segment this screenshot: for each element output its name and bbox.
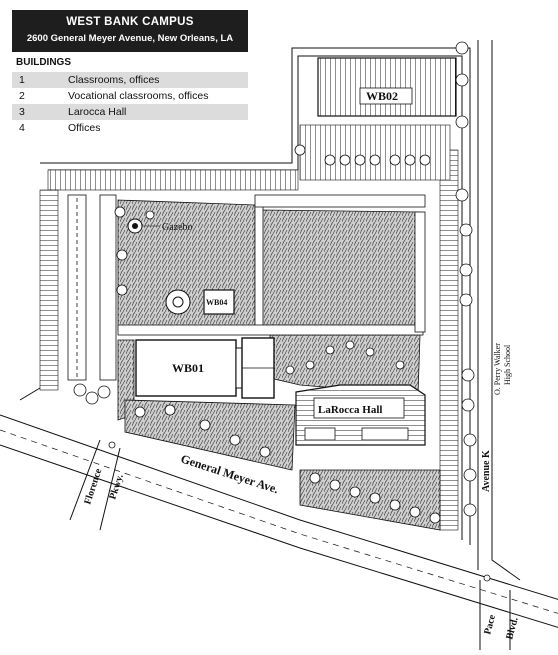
florence-label: Florence (82, 467, 104, 506)
legend-row: 2 Vocational classrooms, offices (12, 88, 248, 104)
building-larocca (295, 384, 426, 446)
legend-number: 2 (19, 90, 25, 102)
parking-west (39, 189, 59, 391)
buildings-legend: 1 Classrooms, offices 2 Vocational class… (12, 72, 248, 136)
walkways (117, 194, 426, 336)
legend-row: 3 Larocca Hall (12, 104, 248, 120)
larocca-label: LaRocca Hall (318, 404, 382, 416)
trees (73, 41, 477, 524)
legend-row: 4 Offices (12, 120, 248, 136)
building-wb01 (135, 337, 275, 399)
legend-name: Offices (68, 122, 101, 134)
avenue-k-label: Avenue K (481, 450, 492, 492)
legend-name: Larocca Hall (68, 106, 127, 118)
wb04-label: WB04 (206, 298, 227, 307)
intersection-markers (108, 441, 491, 582)
campus-title: WEST BANK CAMPUS (66, 16, 194, 28)
parking-islands (67, 194, 117, 381)
blvd-label: Blvd. (504, 616, 521, 641)
legend-name: Classrooms, offices (68, 74, 160, 86)
courtyard-circle (165, 289, 191, 315)
building-wb02 (317, 57, 457, 117)
pkwy-label: Pkwy. (107, 472, 126, 500)
legend-number: 3 (19, 106, 25, 118)
legend-name: Vocational classrooms, offices (68, 90, 209, 102)
building-wb04 (203, 289, 235, 315)
legend-heading: BUILDINGS (16, 57, 71, 68)
school-label-line1: O. Perry Walker (493, 343, 502, 395)
campus-address: 2600 General Meyer Avenue, New Orleans, … (26, 33, 234, 44)
legend-number: 1 (19, 74, 25, 86)
school-label-line2: High School (503, 344, 512, 385)
gazebo-label: Gazebo (162, 222, 193, 233)
parking-wb02 (299, 124, 451, 181)
roads (0, 40, 558, 650)
wb02-label: WB02 (366, 89, 398, 103)
pace-label: Pace (482, 613, 498, 636)
parking-east (439, 149, 459, 531)
map-title-block: WEST BANK CAMPUS 2600 General Meyer Aven… (12, 10, 248, 52)
wb01-label: WB01 (172, 361, 204, 375)
legend-row: 1 Classrooms, offices (12, 72, 248, 88)
gazebo (127, 218, 160, 234)
legend-number: 4 (19, 122, 25, 134)
parking-north (47, 169, 299, 191)
